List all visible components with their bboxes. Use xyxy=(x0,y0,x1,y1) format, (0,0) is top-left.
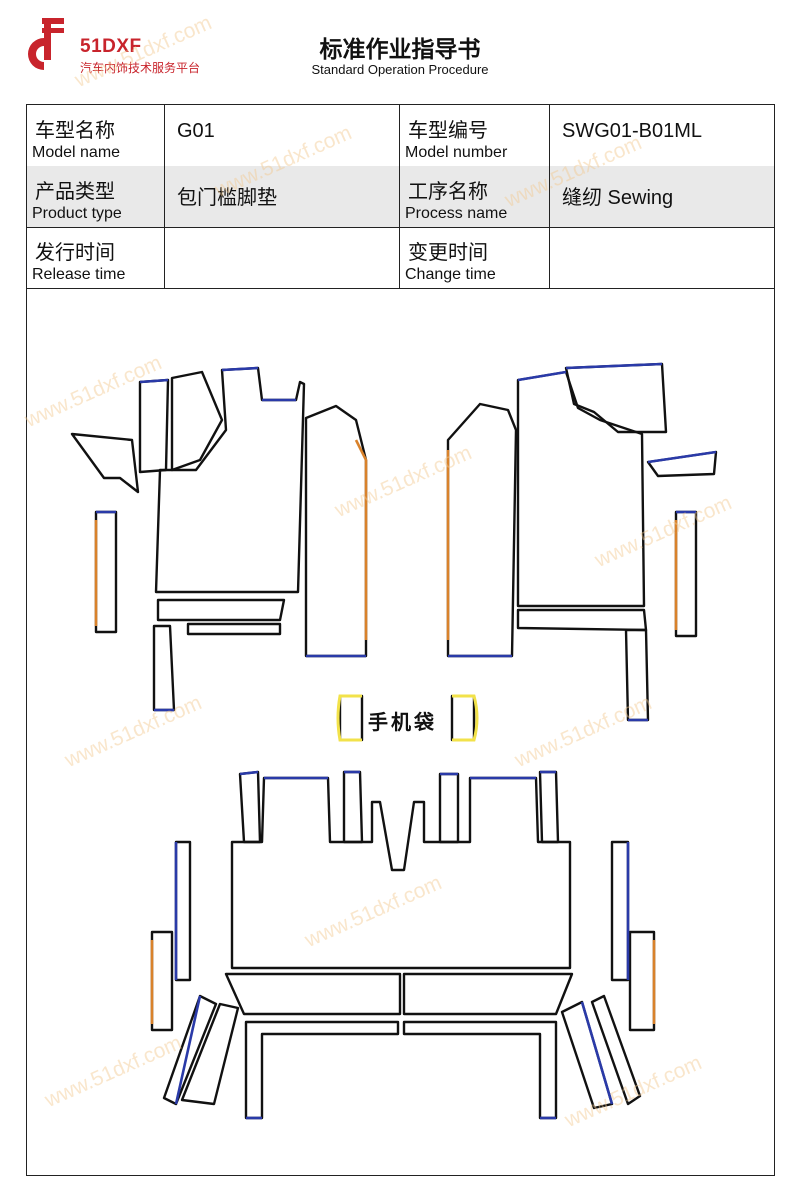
value-cell: 缝纫 Sewing xyxy=(550,166,774,227)
product-type-value: 包门槛脚垫 xyxy=(177,187,277,209)
pattern-piece xyxy=(590,994,642,1106)
pattern-piece xyxy=(342,770,364,844)
value-cell: G01 xyxy=(165,105,400,166)
pattern-piece xyxy=(564,362,668,434)
pattern-piece xyxy=(170,370,224,472)
pocket-piece xyxy=(338,694,364,742)
pattern-piece xyxy=(70,432,140,494)
pattern-piece xyxy=(438,772,460,844)
pattern-piece xyxy=(186,622,282,636)
value-cell: SWG01-B01ML xyxy=(550,105,774,166)
pattern-piece xyxy=(402,1020,558,1120)
pattern-piece xyxy=(610,840,630,982)
pattern-piece xyxy=(230,776,572,970)
label-cell: 产品类型 Product type xyxy=(27,166,165,227)
pattern-piece xyxy=(446,402,518,658)
label-model-number-en: Model number xyxy=(405,144,508,161)
pattern-piece xyxy=(150,930,174,1032)
pattern-piece xyxy=(624,628,650,722)
label-release-time-cn: 发行时间 xyxy=(35,240,115,264)
form-row-model: 车型名称 Model name G01 车型编号 Model number SW… xyxy=(27,105,774,167)
label-cell: 车型编号 Model number xyxy=(400,105,550,166)
pattern-piece xyxy=(516,370,646,608)
pattern-piece xyxy=(674,510,698,638)
label-product-type-en: Product type xyxy=(32,205,122,222)
pattern-piece xyxy=(244,1020,400,1120)
page-title: 标准作业指导书 xyxy=(319,37,481,63)
pattern-piece xyxy=(156,598,286,622)
label-model-name-cn: 车型名称 xyxy=(35,118,115,142)
form-row-time: 发行时间 Release time 变更时间 Change time xyxy=(27,227,774,289)
pattern-piece xyxy=(152,624,176,712)
form-row-product: 产品类型 Product type 包门槛脚垫 工序名称 Process nam… xyxy=(27,166,774,228)
pattern-piece xyxy=(538,770,560,844)
brand-logo-icon xyxy=(28,18,64,70)
pocket-piece xyxy=(450,694,476,742)
pattern-piece xyxy=(180,1002,240,1106)
label-release-time-en: Release time xyxy=(32,266,126,283)
header: 51DXF 汽车内饰技术服务平台 标准作业指导书 Standard Operat… xyxy=(0,0,800,100)
label-cell: 发行时间 Release time xyxy=(27,227,165,288)
page-subtitle: Standard Operation Procedure xyxy=(311,62,489,77)
pattern-piece xyxy=(94,510,118,634)
pattern-piece xyxy=(138,378,170,474)
label-product-type-cn: 产品类型 xyxy=(35,179,115,203)
pattern-piece xyxy=(516,608,648,632)
label-cell: 车型名称 Model name xyxy=(27,105,165,166)
model-name-value: G01 xyxy=(177,120,215,142)
label-cell: 工序名称 Process name xyxy=(400,166,550,227)
label-process-name-cn: 工序名称 xyxy=(408,179,488,203)
brand-name: 51DXF xyxy=(80,36,142,57)
label-change-time-en: Change time xyxy=(405,266,496,283)
label-change-time-cn: 变更时间 xyxy=(408,240,488,264)
pattern-piece xyxy=(224,972,402,1016)
brand-subtitle: 汽车内饰技术服务平台 xyxy=(80,61,201,75)
pattern-piece xyxy=(646,450,718,478)
pattern-piece xyxy=(238,770,262,844)
pattern-piece xyxy=(628,930,656,1032)
pattern-piece xyxy=(174,840,192,982)
label-process-name-en: Process name xyxy=(405,205,508,222)
pocket-label: 手机袋 xyxy=(368,710,437,734)
label-cell: 变更时间 Change time xyxy=(400,227,550,288)
pattern-piece xyxy=(154,366,306,594)
label-model-name-en: Model name xyxy=(32,144,121,161)
value-cell: 包门槛脚垫 xyxy=(165,166,400,227)
process-name-value: 缝纫 Sewing xyxy=(562,187,674,209)
value-cell xyxy=(165,227,400,288)
model-number-value: SWG01-B01ML xyxy=(562,120,703,142)
label-model-number-cn: 车型编号 xyxy=(408,118,488,142)
pattern-piece xyxy=(402,972,574,1016)
sop-form: 车型名称 Model name G01 车型编号 Model number SW… xyxy=(26,104,775,1176)
